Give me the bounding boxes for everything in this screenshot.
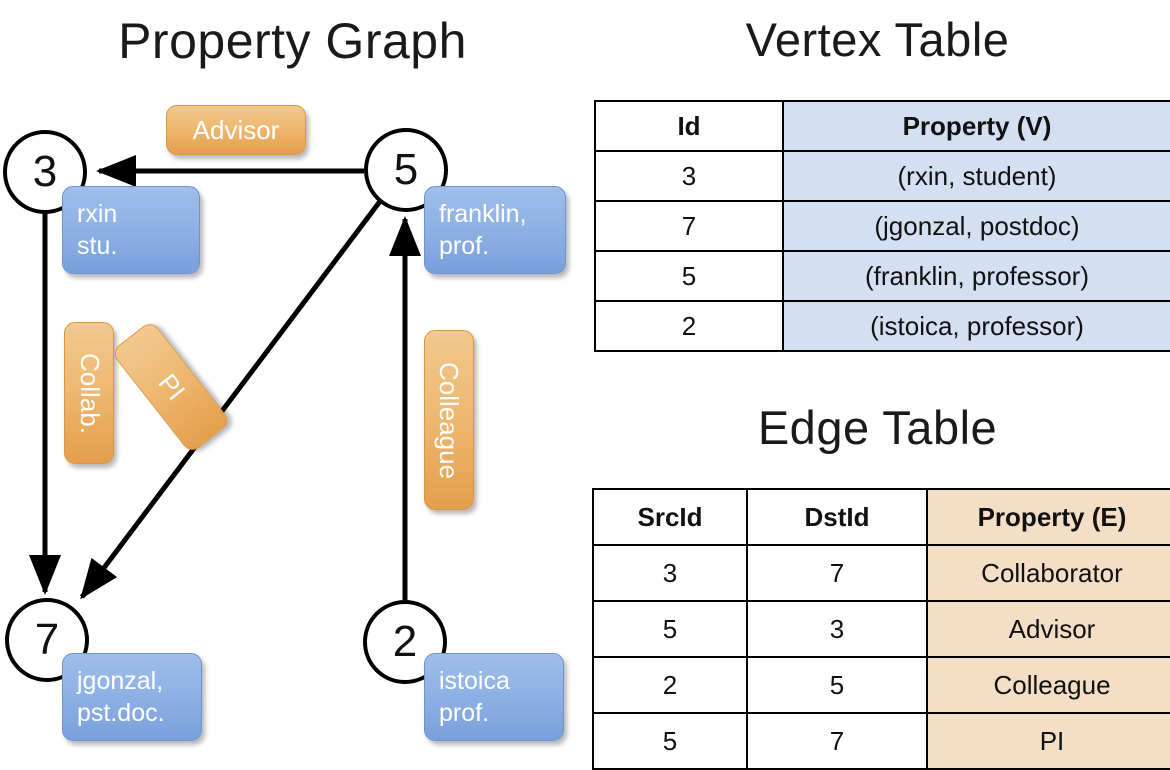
edge-cell-property: PI [926, 712, 1170, 770]
table-row[interactable]: 5 3 Advisor [592, 600, 1170, 658]
edge-cell-srcid: 3 [592, 544, 748, 602]
edge-cell-srcid: 5 [592, 712, 748, 770]
page-title-edge-table: Edge Table [757, 401, 998, 454]
node-property-istoica-line2: prof. [439, 698, 490, 727]
node-property-box-rxin: rxin stu. [62, 186, 200, 274]
table-row[interactable]: 5 7 PI [592, 712, 1170, 770]
page-title-vertex-table: Vertex Table [745, 13, 1010, 66]
graph-node-2-label: 2 [392, 617, 418, 666]
graph-edges-layer [29, 155, 421, 600]
graph-node-7-label: 7 [34, 615, 60, 664]
vertex-cell-property: (franklin, professor) [782, 250, 1170, 302]
node-property-box-istoica: istoica prof. [424, 653, 564, 741]
edge-cell-dstid: 3 [746, 600, 928, 658]
edge-label-collab-text: Collab. [74, 352, 105, 434]
vertex-cell-id: 5 [594, 250, 784, 302]
table-row[interactable]: 3 (rxin, student) [594, 150, 1170, 202]
node-property-jgonzal-line2: pst.doc. [77, 698, 165, 727]
vertex-cell-property: (istoica, professor) [782, 300, 1170, 352]
edge-table: SrcId DstId Property (E) 3 7 Collaborato… [592, 488, 1170, 770]
page-title-property-graph: Property Graph [118, 13, 467, 69]
edge-cell-dstid: 5 [746, 656, 928, 714]
node-property-istoica-line1: istoica [439, 667, 510, 695]
node-property-box-jgonzal: jgonzal, pst.doc. [62, 653, 202, 741]
vertex-cell-property: (jgonzal, postdoc) [782, 200, 1170, 252]
edge-cell-srcid: 2 [592, 656, 748, 714]
node-property-box-franklin: franklin, prof. [424, 186, 566, 274]
vertex-table-header-id: Id [594, 100, 784, 152]
table-row[interactable]: 5 (franklin, professor) [594, 250, 1170, 302]
vertex-table-header-row: Id Property (V) [594, 100, 1170, 152]
vertex-cell-property: (rxin, student) [782, 150, 1170, 202]
vertex-cell-id: 3 [594, 150, 784, 202]
graph-node-3-label: 3 [32, 147, 58, 196]
edge-label-pi-text: PI [152, 367, 191, 406]
edge-label-colleague: Colleague [424, 330, 474, 510]
edge-cell-dstid: 7 [746, 712, 928, 770]
node-property-rxin-line2: stu. [77, 231, 118, 260]
node-property-rxin-line1: rxin [77, 200, 118, 228]
edge-cell-dstid: 7 [746, 544, 928, 602]
node-property-franklin-line1: franklin, [439, 200, 527, 228]
edge-label-advisor: Advisor [166, 105, 306, 155]
edge-table-header-dstid: DstId [746, 488, 928, 546]
graph-node-5-label: 5 [393, 145, 419, 194]
edge-cell-property: Advisor [926, 600, 1170, 658]
edge-5-to-7-pi [80, 198, 383, 600]
edge-cell-srcid: 5 [592, 600, 748, 658]
edge-table-header-srcid: SrcId [592, 488, 748, 546]
vertex-table: Id Property (V) 3 (rxin, student) 7 (jgo… [594, 100, 1170, 352]
node-property-franklin-line2: prof. [439, 231, 490, 260]
vertex-table-header-property: Property (V) [782, 100, 1170, 152]
edge-table-header-row: SrcId DstId Property (E) [592, 488, 1170, 546]
edge-label-colleague-text: Colleague [434, 361, 465, 479]
edge-cell-property: Colleague [926, 656, 1170, 714]
table-row[interactable]: 2 (istoica, professor) [594, 300, 1170, 352]
vertex-cell-id: 7 [594, 200, 784, 252]
vertex-cell-id: 2 [594, 300, 784, 352]
table-row[interactable]: 7 (jgonzal, postdoc) [594, 200, 1170, 252]
table-row[interactable]: 3 7 Collaborator [592, 544, 1170, 602]
edge-label-advisor-text: Advisor [192, 114, 280, 145]
graph-node-5[interactable]: 5 [364, 128, 448, 212]
edge-table-header-property: Property (E) [926, 488, 1170, 546]
graph-node-2[interactable]: 2 [363, 600, 447, 684]
node-property-jgonzal-line1: jgonzal, [77, 667, 164, 695]
edge-label-collab: Collab. [64, 322, 114, 464]
edge-cell-property: Collaborator [926, 544, 1170, 602]
property-graph-diagram: 3 5 7 2 rxin stu. franklin, prof. jgonza… [0, 0, 585, 760]
table-row[interactable]: 2 5 Colleague [592, 656, 1170, 714]
